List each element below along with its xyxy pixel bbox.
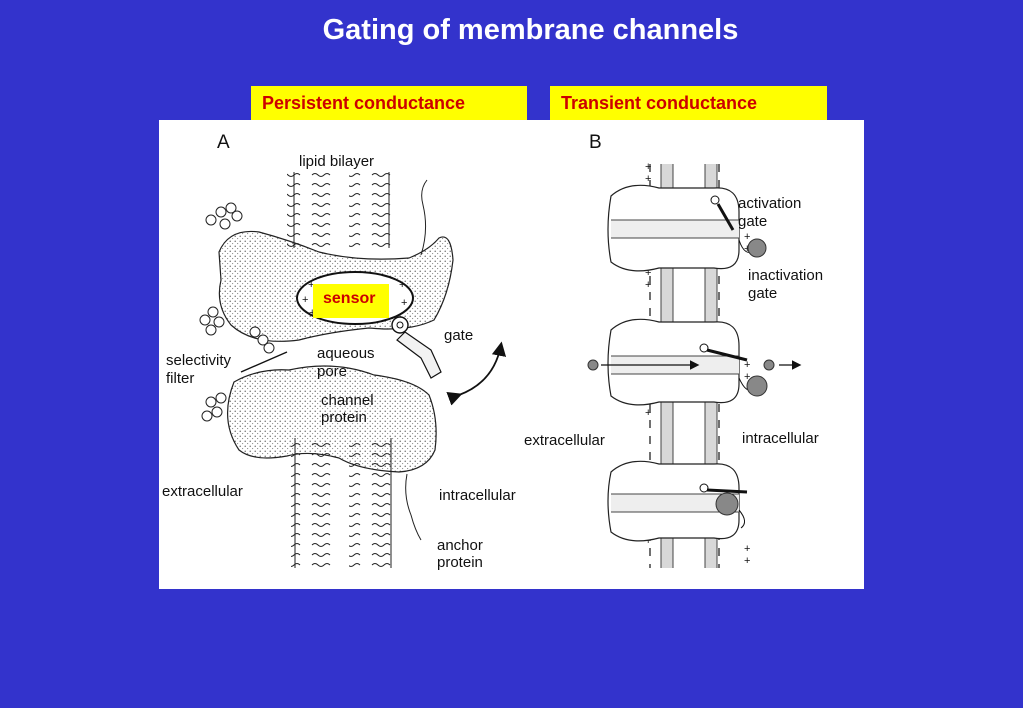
svg-text:+: + (308, 279, 314, 291)
extracellular-label-a: extracellular (162, 483, 243, 500)
lipid-bilayer-label: lipid bilayer (299, 153, 374, 170)
channel-closed (607, 184, 767, 272)
svg-text:+: + (645, 279, 651, 291)
persistent-conductance-label: Persistent conductance (251, 86, 527, 122)
gate-motion-arrow (446, 341, 507, 406)
aqueous-pore-label-1: aqueous (317, 345, 375, 362)
svg-text:+: + (645, 535, 651, 547)
svg-text:+: + (399, 279, 405, 291)
selectivity-filter-label-2: filter (166, 370, 194, 387)
svg-text:+: + (645, 267, 651, 279)
svg-text:+: + (744, 359, 750, 371)
inactivation-gate-label-1: inactivation (748, 267, 823, 284)
extracellular-label-b: extracellular (524, 432, 605, 449)
glycosylation-chains (199, 202, 275, 422)
aqueous-pore-label-2: pore (317, 363, 347, 380)
svg-text:+: + (302, 294, 308, 306)
selectivity-filter-label-1: selectivity (166, 352, 232, 369)
channel-open (587, 318, 802, 406)
intracellular-label-b: intracellular (742, 430, 819, 447)
slide-title: Gating of membrane channels (322, 14, 739, 46)
gate-label: gate (444, 327, 473, 344)
intracellular-label-a: intracellular (439, 487, 516, 504)
channel-protein-label-2: protein (321, 409, 367, 426)
inactivation-gate-label-2: gate (748, 285, 777, 302)
svg-text:+: + (744, 543, 750, 555)
svg-text:+: + (645, 161, 651, 173)
svg-text:+: + (401, 297, 407, 309)
anchor-protein-label-2: protein (437, 554, 483, 571)
svg-text:+: + (309, 307, 315, 319)
lipid-bilayer-top (287, 172, 395, 252)
anchor-protein-label-1: anchor (437, 537, 483, 554)
activation-gate-label-2: gate (738, 213, 767, 230)
svg-text:+: + (645, 407, 651, 419)
gate-hinge (391, 316, 409, 334)
channel-protein-label-1: channel (321, 392, 374, 409)
transient-conductance-label: Transient conductance (550, 86, 827, 122)
panel-a-letter: A (217, 132, 230, 153)
svg-text:+: + (744, 371, 750, 383)
channel-inactivated (607, 460, 748, 542)
svg-text:+: + (744, 555, 750, 567)
channel-figure: A + + + + + (159, 120, 864, 589)
channel-diagram: A + + + + + (162, 132, 823, 571)
selectivity-filter-pointer (240, 351, 288, 373)
svg-text:+: + (645, 173, 651, 185)
svg-text:+: + (744, 231, 750, 243)
gate-flap (396, 331, 442, 379)
activation-gate-label-1: activation (738, 195, 801, 212)
panel-b-letter: B (589, 132, 602, 153)
sensor-label: sensor (313, 284, 389, 318)
svg-text:+: + (744, 243, 750, 255)
channel-protein-lower (226, 365, 437, 473)
